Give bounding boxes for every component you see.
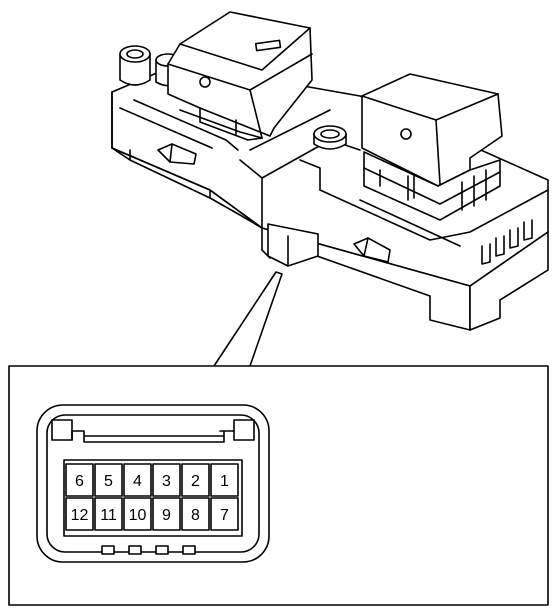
side-vents bbox=[481, 219, 533, 265]
pin-number-label: 4 bbox=[133, 473, 142, 490]
pin-number-label: 3 bbox=[162, 473, 171, 490]
pin-number-label: 1 bbox=[220, 473, 229, 490]
pin-cavity bbox=[210, 463, 239, 497]
pin-cavity bbox=[181, 497, 210, 531]
center-knob bbox=[313, 125, 347, 150]
pin-number-label: 8 bbox=[191, 507, 200, 524]
pin-cavity bbox=[94, 463, 123, 497]
pin-number-label: 12 bbox=[71, 507, 89, 524]
pin-number-label: 6 bbox=[75, 473, 84, 490]
connector-housing bbox=[267, 223, 319, 267]
pin-cavity bbox=[210, 497, 239, 531]
pin-number-label: 5 bbox=[104, 473, 113, 490]
pin-number-label: 11 bbox=[100, 507, 117, 524]
pin-cavity bbox=[65, 463, 94, 497]
pin-cavity bbox=[65, 497, 94, 531]
callout-leader bbox=[213, 271, 283, 367]
pin-cavity bbox=[152, 463, 181, 497]
latch-clips bbox=[157, 143, 391, 263]
pin-cavity bbox=[152, 497, 181, 531]
pin-cavity bbox=[123, 497, 152, 531]
pin-number-label: 2 bbox=[191, 473, 200, 490]
pin-cavity bbox=[181, 463, 210, 497]
pin-number-label: 9 bbox=[162, 507, 171, 524]
window-switch-button-right bbox=[361, 73, 503, 221]
window-switch-button-left bbox=[167, 11, 313, 141]
pin-cavity bbox=[94, 497, 123, 531]
pin-number-label: 7 bbox=[220, 507, 229, 524]
pin-number-label: 10 bbox=[129, 507, 147, 524]
pin-cavity bbox=[123, 463, 152, 497]
pin-grid: 6 5 4 3 2 1 12 11 10 9 8 7 bbox=[65, 463, 239, 531]
